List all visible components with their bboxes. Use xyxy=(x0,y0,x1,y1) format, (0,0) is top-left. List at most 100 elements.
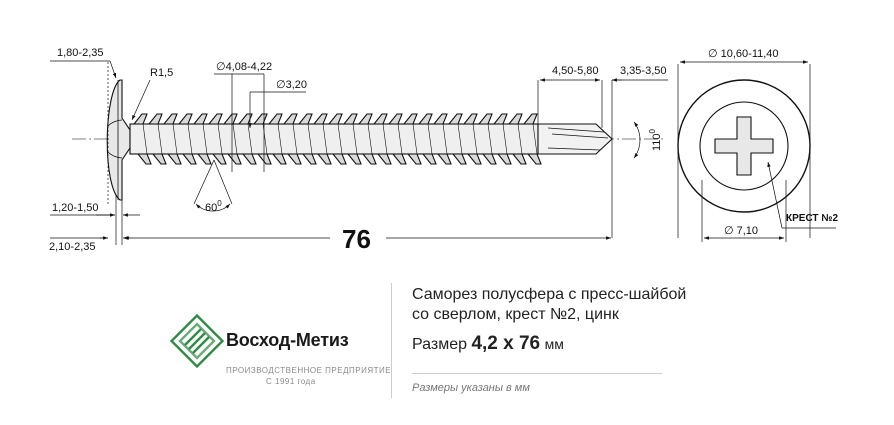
thread-crest xyxy=(357,113,373,125)
thread-line xyxy=(487,123,493,155)
thread-crest xyxy=(196,153,212,165)
thread-crest xyxy=(522,113,538,125)
thread-crest xyxy=(271,153,287,165)
thread-crest xyxy=(436,153,452,165)
units-note: Размеры указаны в мм xyxy=(412,382,530,394)
dim-tip-angle: 1100 xyxy=(648,128,663,151)
thread-crest xyxy=(462,113,478,125)
thread-crest xyxy=(256,153,272,165)
thread-crest xyxy=(226,153,242,165)
product-description: Саморез полусфера с пресс-шайбой со свер… xyxy=(412,285,882,394)
thread-crest xyxy=(447,113,463,125)
size-value: 4,2 х 76 xyxy=(471,333,541,354)
dim-inner-diam: ∅3,20 xyxy=(276,79,307,91)
product-title-line1: Саморез полусфера с пресс-шайбой xyxy=(412,286,687,303)
thread-line xyxy=(307,123,313,155)
thread-crest xyxy=(237,113,253,125)
thread-crest xyxy=(342,113,358,125)
thread-crest xyxy=(177,113,193,125)
screw-shank xyxy=(129,123,539,155)
size-label: Размер xyxy=(412,336,467,353)
brand-name: Восход-Метиз xyxy=(226,330,349,350)
thread-crest xyxy=(432,113,448,125)
thread-crest xyxy=(481,153,497,165)
thread-crest xyxy=(327,113,343,125)
thread-line xyxy=(202,123,208,155)
size-unit: мм xyxy=(544,336,564,352)
description-rule xyxy=(412,373,662,374)
thread-crest xyxy=(477,113,493,125)
thread-crest xyxy=(162,113,178,125)
thread-line xyxy=(427,123,433,155)
thread-crest xyxy=(507,113,523,125)
thread-crest xyxy=(241,153,257,165)
thread-crest xyxy=(372,113,388,125)
thread-crest xyxy=(181,153,197,165)
thread-crest xyxy=(151,153,167,165)
thread-line xyxy=(292,123,298,155)
thread-crest xyxy=(297,113,313,125)
thread-line xyxy=(457,123,463,155)
thread-crest xyxy=(417,113,433,125)
thread-line xyxy=(277,123,283,155)
thread-crest xyxy=(312,113,328,125)
thread-crest xyxy=(526,153,542,165)
thread-crest xyxy=(406,153,422,165)
screw-side-view xyxy=(106,79,613,201)
thread-crest xyxy=(361,153,377,165)
thread-line xyxy=(172,123,178,155)
thread-line xyxy=(442,123,448,155)
brand-logo-icon xyxy=(170,314,224,368)
product-title-line2: со сверлом, крест №2, цинк xyxy=(412,306,619,323)
dim-head-diam: ∅ 10,60-11,40 xyxy=(708,48,779,60)
thread-line xyxy=(157,123,163,155)
thread-line xyxy=(232,123,238,155)
thread-crest xyxy=(252,113,268,125)
thread-line xyxy=(397,123,403,155)
cross-recess xyxy=(714,116,774,176)
thread-crest xyxy=(136,153,152,165)
thread-crest xyxy=(147,113,163,125)
thread-crest xyxy=(132,113,148,125)
thread-crest xyxy=(492,113,508,125)
thread-crest xyxy=(496,153,512,165)
thread-line xyxy=(322,123,328,155)
thread-crest xyxy=(387,113,403,125)
thread-line xyxy=(472,123,478,155)
thread-line xyxy=(142,123,148,155)
dim-recess-diam: ∅ 7,10 xyxy=(724,225,758,237)
thread-line xyxy=(337,123,343,155)
thread-line xyxy=(532,123,538,155)
thread-crest xyxy=(192,113,208,125)
head-top-view xyxy=(677,60,836,242)
thread-crest xyxy=(222,113,238,125)
thread-line xyxy=(367,123,373,155)
thread-line xyxy=(217,123,223,155)
thread-crest xyxy=(402,113,418,125)
thread-crest xyxy=(267,113,283,125)
thread-line xyxy=(517,123,523,155)
dim-thread-angle: 600 xyxy=(205,199,222,214)
product-size: Размер 4,2 х 76 мм xyxy=(412,333,882,355)
dim-outer-diam: ∅4,08-4,22 xyxy=(216,61,272,73)
thread-crest xyxy=(466,153,482,165)
thread-crest xyxy=(331,153,347,165)
thread-crest xyxy=(301,153,317,165)
dim-washer-bottom: 1,20-1,50 xyxy=(52,202,98,214)
thread-crest xyxy=(166,153,182,165)
dim-drill-diam: 3,35-3,50 xyxy=(620,65,666,77)
thread-line xyxy=(412,123,418,155)
thread-line xyxy=(352,123,358,155)
thread-crest xyxy=(286,153,302,165)
thread-line xyxy=(187,123,193,155)
thread-crest xyxy=(207,113,223,125)
drill-tip xyxy=(537,123,613,155)
thread-crest xyxy=(511,153,527,165)
dim-length: 76 xyxy=(342,224,371,254)
dim-washer-top: 1,80-2,35 xyxy=(57,47,103,59)
technical-drawing: 1,80-2,35 R1,5 ∅4,08-4,22 ∅3,20 4,50-5,8… xyxy=(49,47,838,254)
thread-line xyxy=(502,123,508,155)
dim-head-height: 2,10-2,35 xyxy=(49,241,95,253)
thread-crest xyxy=(316,153,332,165)
brand-since: С 1991 года xyxy=(266,377,316,386)
